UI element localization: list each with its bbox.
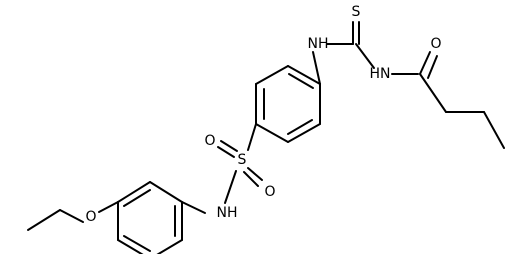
bond xyxy=(27,209,61,231)
bond xyxy=(123,189,151,207)
bond xyxy=(117,239,144,254)
bond xyxy=(217,146,235,158)
bond xyxy=(156,239,183,254)
sulfonyl-oxygen-right-label: O xyxy=(264,184,275,200)
bond xyxy=(419,73,447,113)
bond xyxy=(181,201,206,214)
thioamide-nh-label: NH xyxy=(308,36,329,52)
thione-sulfur-label: S xyxy=(352,4,361,20)
atom-labels: NH S HN O S O O NH O xyxy=(85,4,441,225)
bond xyxy=(287,65,321,85)
amide-nh-label: HN xyxy=(370,66,391,82)
carbonyl-oxygen-label: O xyxy=(430,36,441,52)
sulfonyl-oxygen-left-label: O xyxy=(204,133,215,149)
bond xyxy=(59,209,84,223)
sulfonyl-sulfur-label: S xyxy=(238,152,247,168)
bond xyxy=(255,65,289,85)
bond xyxy=(247,167,263,181)
bond xyxy=(427,55,438,79)
ether-oxygen-label: O xyxy=(85,209,96,225)
bond xyxy=(247,123,257,151)
bond xyxy=(288,73,314,89)
bond xyxy=(483,111,505,149)
bond xyxy=(149,181,183,203)
bonds xyxy=(27,21,505,254)
bond xyxy=(243,171,259,187)
bond xyxy=(255,123,289,143)
bond xyxy=(287,123,321,143)
sulfonamide-nh-label: NH xyxy=(217,205,238,221)
bond xyxy=(123,235,151,252)
bond xyxy=(419,51,431,75)
bond xyxy=(287,119,313,135)
bond xyxy=(224,170,237,204)
bond xyxy=(220,140,238,152)
bond xyxy=(355,43,375,69)
bond xyxy=(312,51,321,85)
bond xyxy=(98,201,119,213)
bond xyxy=(117,181,151,203)
